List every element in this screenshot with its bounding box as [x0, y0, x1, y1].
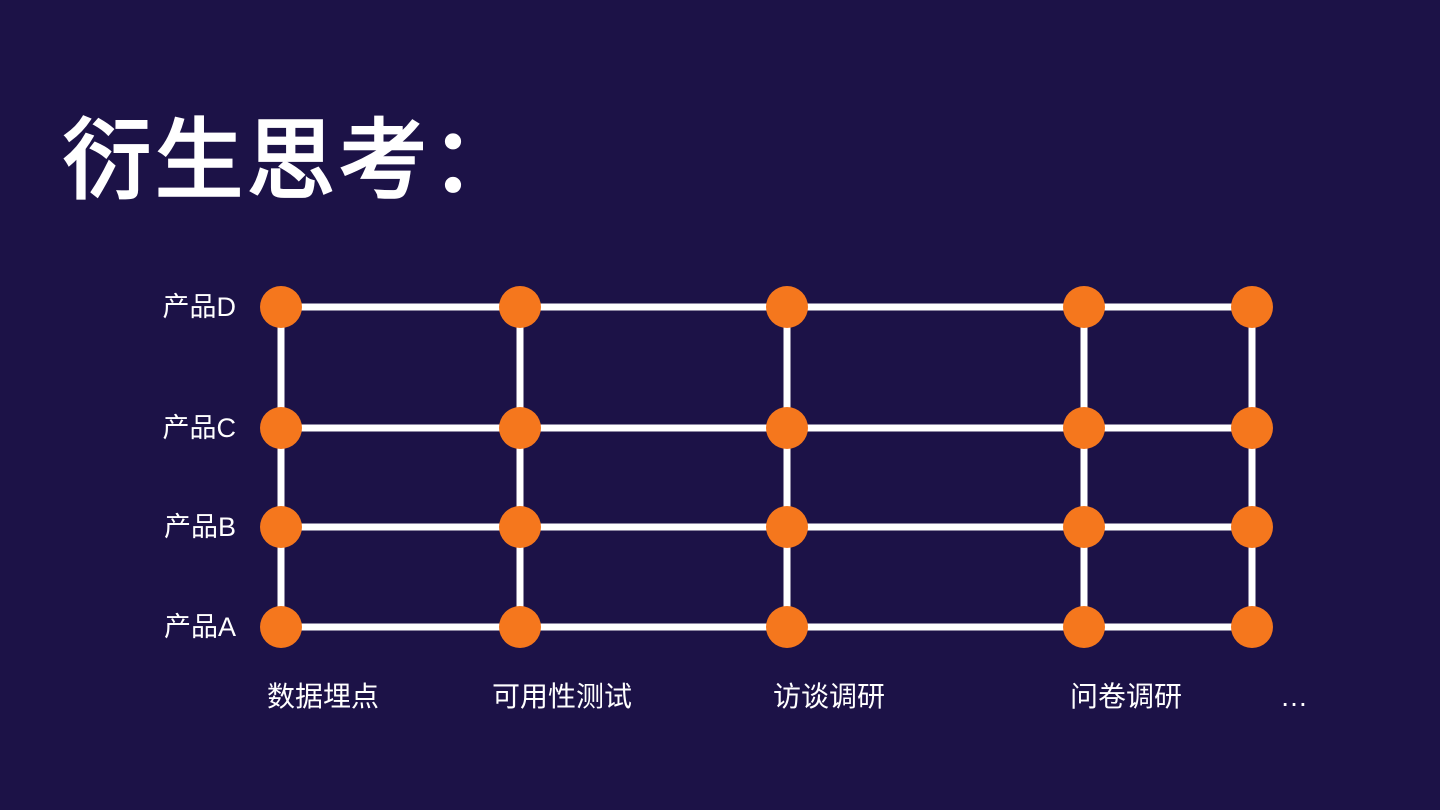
grid-node — [766, 506, 808, 548]
grid-node — [499, 506, 541, 548]
column-label: 问卷调研 — [1069, 681, 1182, 712]
row-label: 产品B — [163, 512, 236, 542]
grid-node — [260, 407, 302, 449]
grid-node — [1231, 606, 1273, 648]
grid-node — [1063, 606, 1105, 648]
grid-node — [766, 606, 808, 648]
column-label: 可用性测试 — [491, 681, 632, 712]
grid-node — [1063, 506, 1105, 548]
grid-node — [1063, 407, 1105, 449]
grid-node — [1231, 407, 1273, 449]
column-label: 访谈调研 — [772, 681, 885, 712]
grid-node — [499, 606, 541, 648]
grid-node — [260, 286, 302, 328]
grid-node — [1063, 286, 1105, 328]
row-label: 产品A — [163, 612, 236, 642]
page-title: 衍生思考： — [63, 111, 524, 210]
grid-node — [766, 407, 808, 449]
grid-node — [499, 407, 541, 449]
grid-node — [499, 286, 541, 328]
row-label: 产品C — [162, 413, 237, 443]
grid-node — [260, 506, 302, 548]
grid-node — [1231, 506, 1273, 548]
column-label: 数据埋点 — [266, 681, 379, 712]
row-label: 产品D — [162, 292, 237, 322]
grid-node — [1231, 286, 1273, 328]
column-label: … — [1280, 681, 1308, 712]
grid-node — [260, 606, 302, 648]
grid-node — [766, 286, 808, 328]
